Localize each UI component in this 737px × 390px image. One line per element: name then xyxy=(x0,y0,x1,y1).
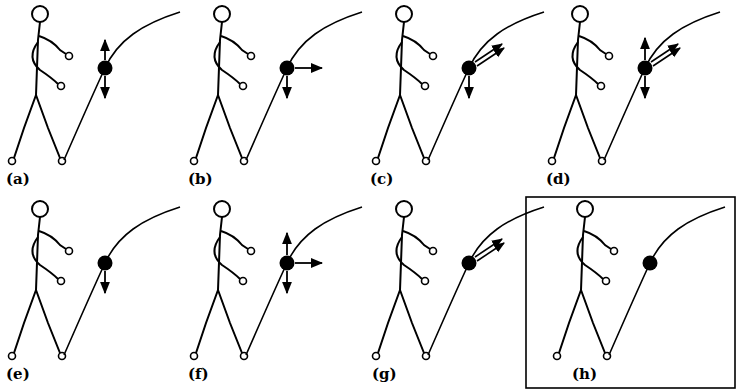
panel-label: (f) xyxy=(188,367,209,382)
panel-label: (e) xyxy=(6,367,30,382)
answer-frame xyxy=(526,197,735,388)
panel-label: (g) xyxy=(372,367,397,382)
panel-h xyxy=(554,201,726,360)
panel-label: (d) xyxy=(546,172,571,187)
panel-d xyxy=(549,6,721,165)
panel-f xyxy=(191,201,363,360)
panel-label: (h) xyxy=(572,367,597,382)
panel-b xyxy=(191,6,363,165)
panel-label: (b) xyxy=(188,172,213,187)
panel-a xyxy=(9,6,181,165)
panel-e xyxy=(9,201,181,360)
panel-label: (a) xyxy=(6,172,30,187)
panel-label: (c) xyxy=(370,172,393,187)
panel-g xyxy=(373,201,545,360)
panel-c xyxy=(373,6,545,165)
